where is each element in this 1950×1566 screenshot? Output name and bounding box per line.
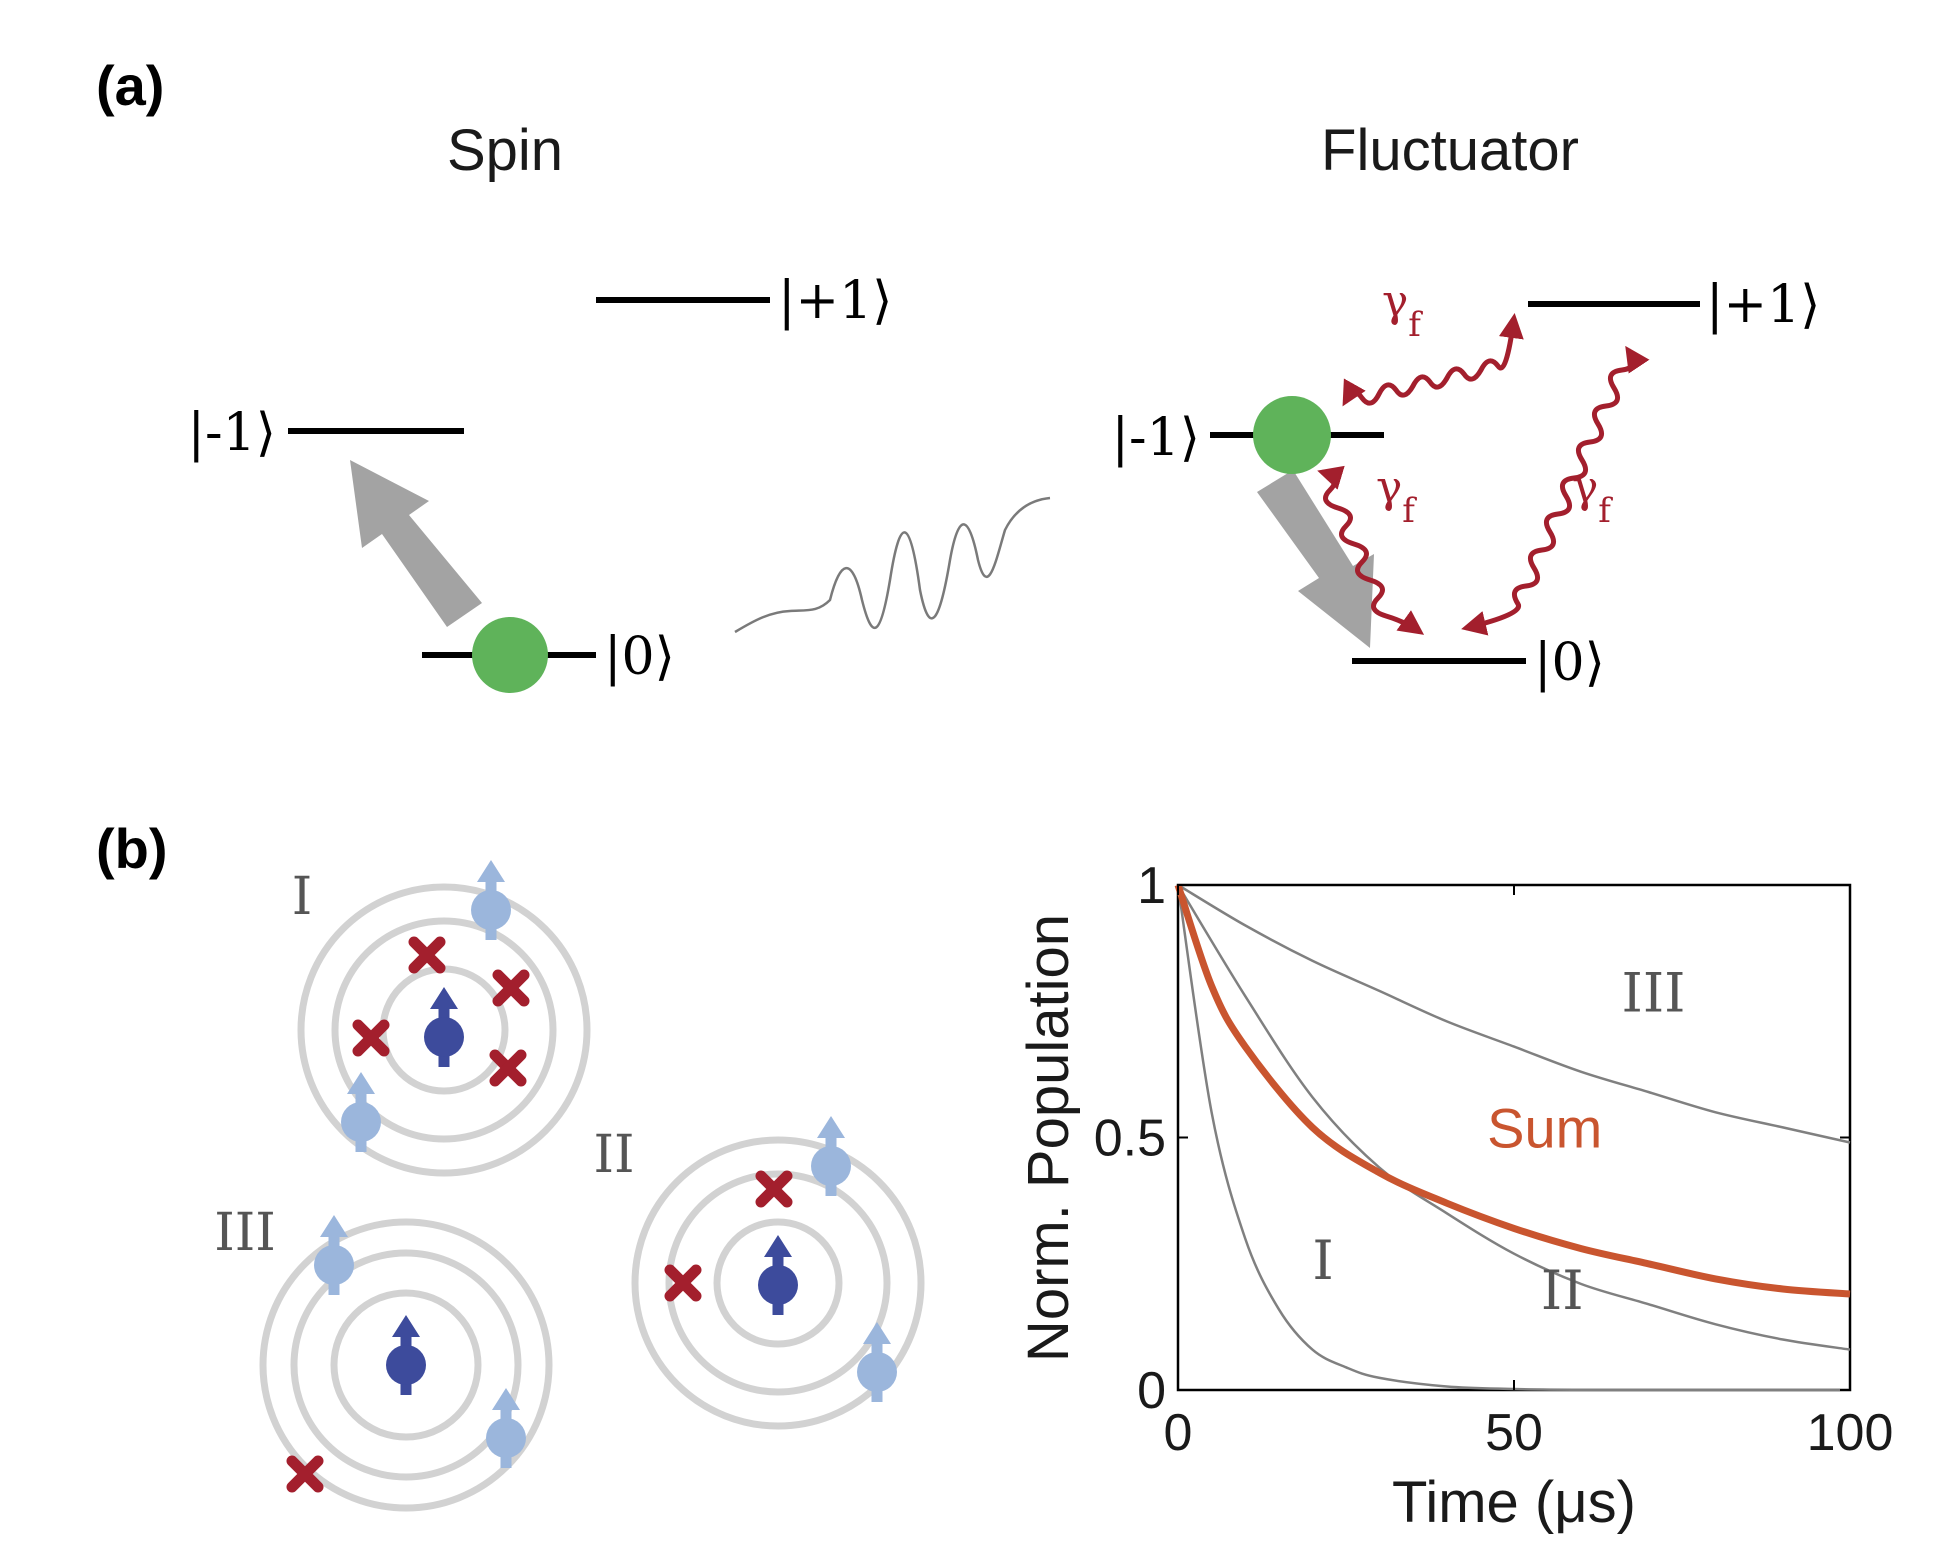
series-line-ii xyxy=(1176,884,1851,1351)
rate-label-right-sub: f xyxy=(1598,491,1613,531)
rate-arrow-minus-zero xyxy=(1317,465,1425,635)
fluctuator-cross-icon xyxy=(664,1264,702,1302)
shell-outer xyxy=(297,883,591,1177)
bath-spin-up-icon xyxy=(471,860,511,940)
series-label-i: I xyxy=(1312,1229,1333,1292)
x-axis-label: Time (μs) xyxy=(1392,1470,1636,1535)
series-line-sum xyxy=(1174,883,1851,1298)
series-label-ii: II xyxy=(1541,1259,1584,1322)
fluctuator-level-minus-label: |-1⟩ xyxy=(1112,408,1200,468)
central-spin-up-icon xyxy=(758,1235,798,1315)
panel-b-label: (b) xyxy=(96,817,168,880)
cluster-two: II xyxy=(593,1116,925,1430)
cluster-two-label: II xyxy=(593,1125,634,1185)
series-line-iii xyxy=(1177,883,1851,1144)
chart-curves xyxy=(1174,883,1851,1392)
spin-title: Spin xyxy=(447,118,563,183)
rate-label-left-symbol: γ xyxy=(1376,462,1402,513)
spin-diagram: Spin |+1⟩ |-1⟩ |0⟩ xyxy=(188,118,892,693)
cluster-one: I xyxy=(292,860,591,1177)
shell-inner xyxy=(713,1218,843,1348)
relaxation-arrow xyxy=(1257,470,1374,648)
shell-inner xyxy=(330,1289,482,1441)
x-tick-label: 50 xyxy=(1485,1404,1543,1462)
y-tick-label: 1 xyxy=(1137,857,1166,915)
fluctuator-level-zero-label: |0⟩ xyxy=(1534,633,1605,693)
fluctuator-cross-icon xyxy=(286,1455,324,1493)
central-spin-up-icon xyxy=(424,987,464,1067)
bath-spin-up-icon xyxy=(857,1322,897,1402)
spin-ground-state-dot xyxy=(472,617,548,693)
fluctuator-cross-icon xyxy=(492,969,530,1007)
series-line-i xyxy=(1176,884,1850,1392)
chart-ticks: 0 50 100 0 0.5 1 xyxy=(1094,857,1894,1462)
central-spin-up-icon xyxy=(386,1315,426,1395)
shell-outer xyxy=(631,1136,925,1430)
rate-label-left: γf xyxy=(1376,462,1417,531)
rate-label-left-sub: f xyxy=(1402,491,1417,531)
x-tick-label: 100 xyxy=(1807,1404,1894,1462)
coupling-wave xyxy=(734,496,1051,634)
fluctuator-state-dot xyxy=(1253,396,1331,474)
spin-level-minus-label: |-1⟩ xyxy=(188,403,276,463)
cluster-three-label: III xyxy=(214,1203,276,1263)
rate-arrow-minus-plus xyxy=(1342,313,1524,407)
rate-label-top-sub: f xyxy=(1408,305,1423,345)
series-label-iii: III xyxy=(1622,961,1686,1024)
y-axis-label: Norm. Population xyxy=(1016,914,1081,1362)
cluster-one-label: I xyxy=(292,867,313,927)
fluctuator-cross-icon xyxy=(489,1049,527,1087)
excitation-arrow xyxy=(350,460,482,627)
fluctuator-cross-icon xyxy=(755,1170,793,1208)
shell-middle xyxy=(331,917,557,1143)
spin-level-plus-label: |+1⟩ xyxy=(778,271,892,331)
shell-outer xyxy=(259,1218,553,1512)
fluctuator-cross-icon xyxy=(408,936,446,974)
spin-level-zero-label: |0⟩ xyxy=(604,627,675,687)
series-label-sum: Sum xyxy=(1487,1097,1602,1160)
rate-label-top-symbol: γ xyxy=(1382,276,1408,327)
fluctuator-level-plus-label: |+1⟩ xyxy=(1706,275,1820,335)
panel-a-label: (a) xyxy=(96,54,164,117)
fluctuator-title: Fluctuator xyxy=(1321,118,1579,183)
bath-spin-up-icon xyxy=(811,1116,851,1196)
cluster-three: III xyxy=(214,1203,553,1512)
fluctuator-diagram: Fluctuator |+1⟩ |-1⟩ |0⟩ γf γf γf xyxy=(1112,118,1821,693)
rate-label-top: γf xyxy=(1382,276,1423,345)
shell-middle xyxy=(290,1249,522,1481)
bath-spin-up-icon xyxy=(486,1388,526,1468)
rate-label-right-symbol: γ xyxy=(1572,462,1598,513)
bath-spin-up-icon xyxy=(314,1215,354,1295)
x-tick-label: 0 xyxy=(1164,1404,1193,1462)
y-tick-label: 0.5 xyxy=(1094,1110,1166,1168)
fluctuator-cross-icon xyxy=(352,1019,390,1057)
y-tick-label: 0 xyxy=(1137,1362,1166,1420)
shell-middle xyxy=(665,1170,891,1396)
rate-arrow-plus-zero xyxy=(1461,345,1650,636)
bath-spin-up-icon xyxy=(341,1072,381,1152)
rate-label-right: γf xyxy=(1572,462,1613,531)
